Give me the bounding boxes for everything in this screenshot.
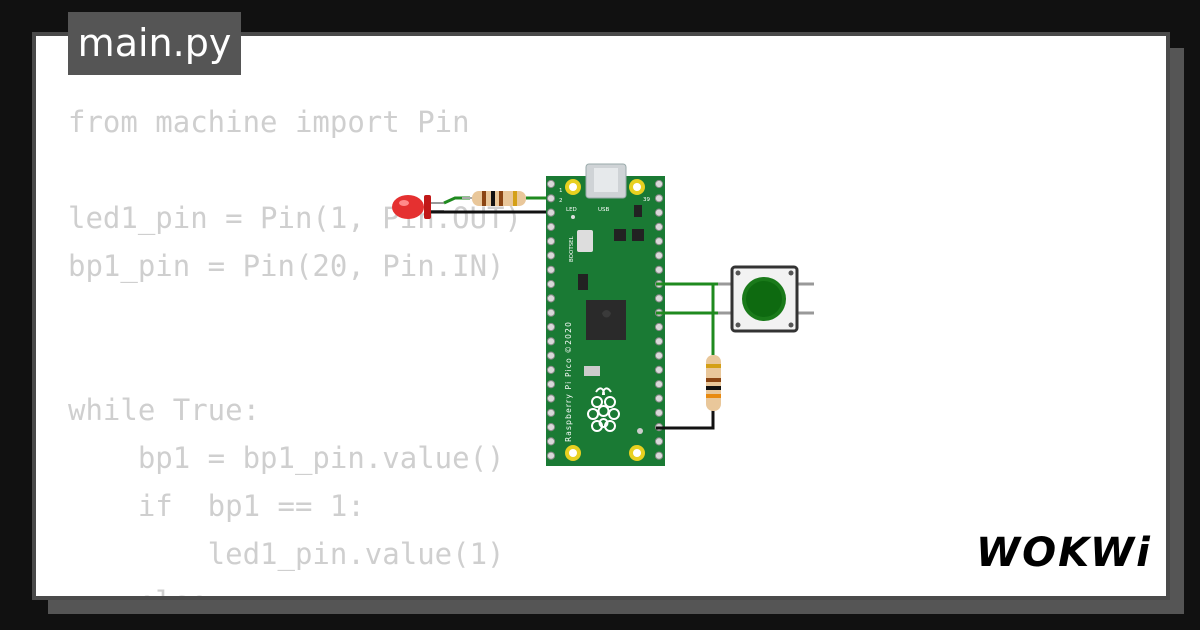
header-pin: [546, 394, 556, 403]
resistor-led[interactable]: [462, 191, 548, 206]
usb-label: USB: [598, 207, 610, 213]
header-pin: [546, 365, 556, 374]
header-pin: [654, 194, 664, 203]
header-pin: [546, 408, 556, 417]
header-pin: [546, 294, 556, 303]
header-pin: [546, 265, 556, 274]
header-pin: [546, 208, 556, 217]
header-pin: [546, 194, 556, 203]
green-pushbutton[interactable]: [718, 265, 814, 333]
header-pin: [546, 380, 556, 389]
raspberry-pi-pico[interactable]: Raspberry Pi Pico ©2020 BOOTSEL LED USB …: [546, 163, 665, 466]
header-pin: [546, 437, 556, 446]
header-pin: [654, 380, 664, 389]
rp2040-chip: [586, 300, 626, 340]
code-line: led1_pin = Pin(1, Pin.OUT): [68, 201, 522, 235]
header-pin: [654, 294, 664, 303]
file-tab[interactable]: main.py: [68, 12, 241, 75]
code-line: if bp1 == 1:: [68, 489, 365, 523]
header-pin: [546, 308, 556, 317]
svg-text:WOKWi: WOKWi: [976, 530, 1152, 576]
red-led[interactable]: [392, 195, 444, 219]
header-pin: [654, 437, 664, 446]
resistor-pulldown[interactable]: [706, 355, 721, 411]
pin-2-label: 2: [559, 198, 563, 204]
code-line: while True:: [68, 393, 261, 427]
header-pin: [654, 265, 664, 274]
pin-1-label: 1: [559, 188, 563, 194]
header-pin: [654, 337, 664, 346]
header-pin: [654, 394, 664, 403]
header-pin: [546, 280, 556, 289]
led-label: LED: [566, 207, 577, 213]
header-pin: [546, 179, 556, 189]
wokwi-logo: WOKWi: [976, 530, 1152, 576]
bootsel-label: BOOTSEL: [569, 235, 575, 262]
pin-39-label: 39: [643, 197, 650, 203]
code-editor-preview: from machine import Pin led1_pin = Pin(1…: [68, 98, 522, 596]
header-pin: [546, 423, 556, 432]
header-pin: [546, 451, 556, 460]
header-pin: [654, 237, 664, 246]
header-pin: [654, 451, 664, 460]
board-name-label: Raspberry Pi Pico ©2020: [564, 321, 573, 442]
header-pin: [654, 222, 664, 231]
header-pin: [654, 208, 664, 217]
code-line: led1_pin.value(1): [68, 537, 505, 571]
header-pin: [654, 408, 664, 417]
header-pin: [654, 322, 664, 332]
code-line: else:: [68, 578, 522, 596]
header-pin: [654, 251, 664, 260]
code-line: from machine import Pin: [68, 105, 470, 139]
raspberry-pi-logo: [587, 387, 620, 432]
header-pin: [546, 337, 556, 346]
code-line: bp1_pin = Pin(20, Pin.IN): [68, 249, 505, 283]
wire-black-pulldown-gnd: [656, 410, 715, 430]
code-line: bp1 = bp1_pin.value(): [68, 441, 505, 475]
header-pin: [546, 251, 556, 260]
header-pin: [546, 322, 556, 332]
header-pin: [546, 351, 556, 360]
bootsel-button: [577, 230, 593, 252]
header-pin: [546, 222, 556, 231]
header-pin: [654, 351, 664, 360]
header-pin: [546, 237, 556, 246]
header-pin: [654, 365, 664, 374]
header-pin: [654, 179, 664, 189]
